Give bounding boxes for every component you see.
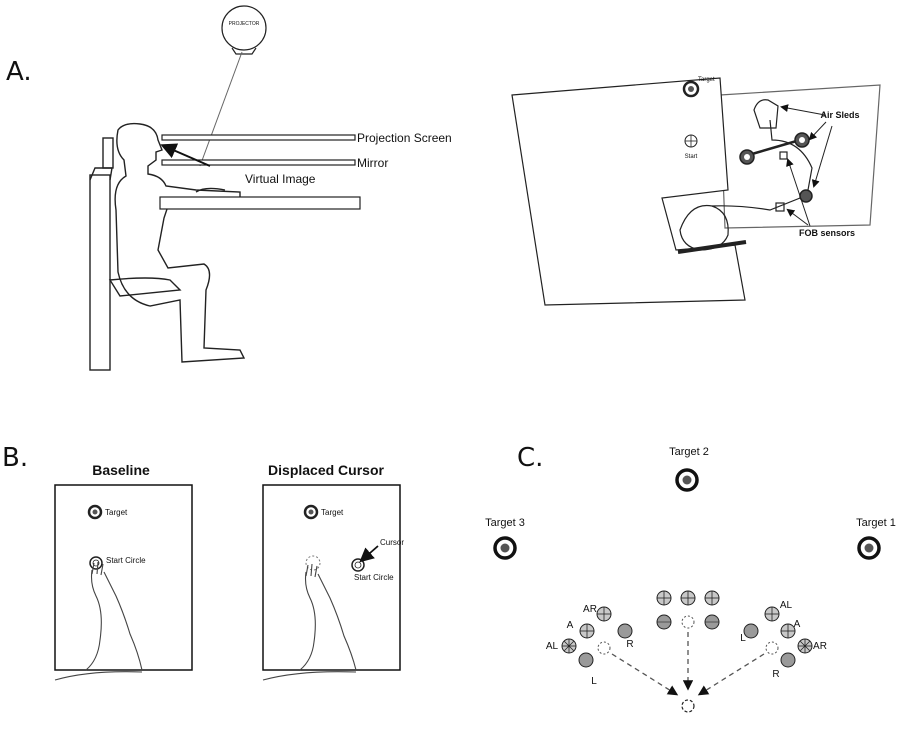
air-sleds-label-text: Air Sleds bbox=[820, 110, 859, 120]
displaced-target-icon bbox=[303, 504, 319, 520]
left-start-positions bbox=[561, 606, 633, 668]
gaze-arrow bbox=[160, 143, 211, 167]
topview-start-icon bbox=[684, 134, 698, 148]
target-3-label: Target 3 bbox=[485, 517, 525, 529]
table-surface bbox=[159, 196, 361, 210]
fob-sensors-label: FOB sensors bbox=[799, 228, 855, 238]
crosshair-circle bbox=[596, 606, 612, 622]
crosshair-circle bbox=[579, 623, 595, 639]
left-label-l: L bbox=[591, 676, 597, 687]
solid-start-circle bbox=[578, 652, 594, 668]
solid-start-circle bbox=[743, 623, 759, 639]
left-label-ar: AR bbox=[583, 604, 597, 615]
dashed-start-circle bbox=[681, 615, 695, 629]
mirror-label: Mirror bbox=[357, 156, 388, 170]
left-label-r: R bbox=[626, 639, 633, 650]
topview-start-label: Start bbox=[685, 154, 698, 160]
baseline-start-label: Start Circle bbox=[106, 556, 146, 565]
baseline-start-circle-icon bbox=[89, 556, 103, 570]
mirror bbox=[161, 159, 356, 166]
crosshair-circle bbox=[680, 590, 696, 606]
displaced-title: Displaced Cursor bbox=[268, 462, 384, 478]
dashed-start-circle bbox=[597, 641, 611, 655]
crosshair-circle bbox=[797, 638, 813, 654]
crosshair-circle bbox=[561, 638, 577, 654]
target-2-label: Target 2 bbox=[669, 446, 709, 458]
dashed-start-circle bbox=[765, 641, 779, 655]
solid-start-circle bbox=[656, 614, 672, 630]
baseline-target-icon bbox=[87, 504, 103, 520]
right-label-ar: AR bbox=[813, 641, 827, 652]
right-label-r: R bbox=[772, 669, 779, 680]
hidden-start-position-icon bbox=[305, 555, 321, 571]
right-label-l: L bbox=[740, 633, 746, 644]
left-label-a: A bbox=[567, 620, 574, 631]
panel-label-a: A. bbox=[6, 57, 32, 87]
displaced-start-circle-icon bbox=[351, 558, 365, 572]
crosshair-circle bbox=[656, 590, 672, 606]
baseline-frame bbox=[54, 484, 193, 671]
seated-subject-illustration bbox=[89, 122, 246, 371]
panel-label-c: C. bbox=[517, 443, 543, 473]
cursor-label: Cursor bbox=[380, 538, 404, 547]
solid-start-circle bbox=[704, 614, 720, 630]
left-label-al: AL bbox=[546, 641, 559, 652]
displaced-target-label: Target bbox=[321, 508, 344, 517]
center-start-positions bbox=[656, 590, 720, 630]
target-1-icon bbox=[857, 536, 881, 560]
baseline-target-label: Target bbox=[105, 508, 128, 517]
displaced-start-label: Start Circle bbox=[354, 573, 394, 582]
displaced-frame bbox=[262, 484, 401, 671]
panel-label-b: B. bbox=[2, 443, 28, 473]
projection-screen bbox=[161, 134, 356, 141]
displaced-hand-illustration bbox=[262, 563, 357, 681]
air-sleds-label: Air Sleds bbox=[820, 110, 859, 120]
projector-label: PROJECTOR bbox=[229, 21, 260, 27]
convergence-start-circle bbox=[681, 699, 695, 713]
solid-start-circle bbox=[617, 623, 633, 639]
projection-beam bbox=[199, 51, 243, 167]
workspace-board bbox=[511, 77, 746, 306]
cursor-arrow bbox=[359, 545, 379, 563]
virtual-image-label: Virtual Image bbox=[245, 172, 316, 186]
topview-target-icon bbox=[682, 80, 700, 98]
right-label-a: A bbox=[794, 619, 801, 630]
topview-target-label: Target bbox=[698, 77, 715, 83]
right-start-positions bbox=[743, 606, 813, 668]
air-sled-arrows bbox=[780, 104, 833, 227]
projector-icon bbox=[221, 5, 267, 55]
solid-start-circle bbox=[780, 652, 796, 668]
convergence-arrows bbox=[611, 632, 765, 696]
crosshair-circle bbox=[780, 623, 796, 639]
baseline-title: Baseline bbox=[92, 462, 150, 478]
baseline-hand-illustration bbox=[54, 561, 143, 681]
right-label-al: AL bbox=[780, 600, 793, 611]
projection-screen-label: Projection Screen bbox=[357, 131, 452, 145]
target-3-icon bbox=[493, 536, 517, 560]
target-1-label: Target 1 bbox=[856, 517, 896, 529]
air-sled-icon bbox=[739, 132, 813, 203]
crosshair-circle bbox=[764, 606, 780, 622]
crosshair-circle bbox=[704, 590, 720, 606]
target-2-icon bbox=[675, 468, 699, 492]
